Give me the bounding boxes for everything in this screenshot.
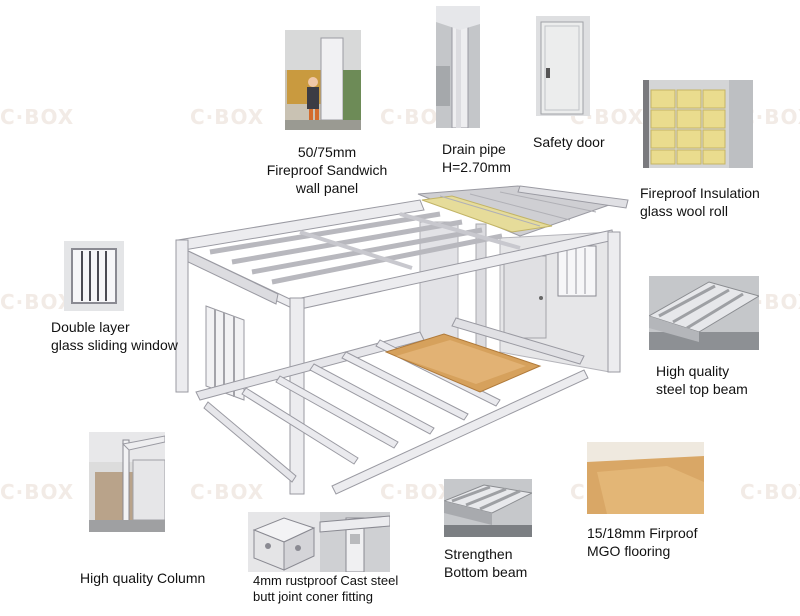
- back-side-wall: [499, 231, 613, 373]
- flooring-photo: [587, 442, 704, 514]
- watermark: C·BOX: [0, 105, 75, 129]
- drain-pipe-label: Drain pipe H=2.70mm: [442, 141, 511, 175]
- flooring-label: 15/18mm Firproof MGO flooring: [587, 525, 698, 559]
- bottom-beam-label: Strengthen Bottom beam: [444, 546, 528, 580]
- safety-door-photo: [536, 16, 590, 116]
- column-label: High quality Column: [80, 570, 206, 586]
- wall-panel-photo: [285, 30, 361, 130]
- roof-panel: [417, 185, 629, 237]
- watermark: C·BOX: [190, 105, 265, 129]
- top-frame: [177, 199, 615, 311]
- top-beam-label: High quality steel top beam: [656, 363, 748, 397]
- safety-door-label: Safety door: [533, 134, 605, 150]
- watermark: C·BOX: [0, 480, 75, 504]
- insulation-label: Fireproof Insulation glass wool roll: [640, 185, 760, 219]
- bottom-beam-photo: [444, 479, 532, 537]
- drain-pipe-photo: [436, 6, 480, 128]
- watermark: C·BOX: [0, 290, 75, 314]
- floor-frame: [195, 317, 589, 495]
- watermark: C·BOX: [380, 480, 455, 504]
- window-label: Double layer glass sliding window: [51, 319, 178, 353]
- watermark: C·BOX: [190, 480, 265, 504]
- insulation-photo: [643, 80, 753, 168]
- watermark: C·BOX: [740, 480, 800, 504]
- column-photo: [89, 432, 165, 532]
- corner-fitting-photo: [248, 512, 390, 572]
- window-photo: [64, 241, 124, 311]
- top-beam-photo: [649, 276, 759, 350]
- corner-fitting-label: 4mm rustproof Cast steel butt joint cone…: [253, 573, 399, 604]
- wall-panel-label: 50/75mm Fireproof Sandwich wall panel: [266, 144, 388, 196]
